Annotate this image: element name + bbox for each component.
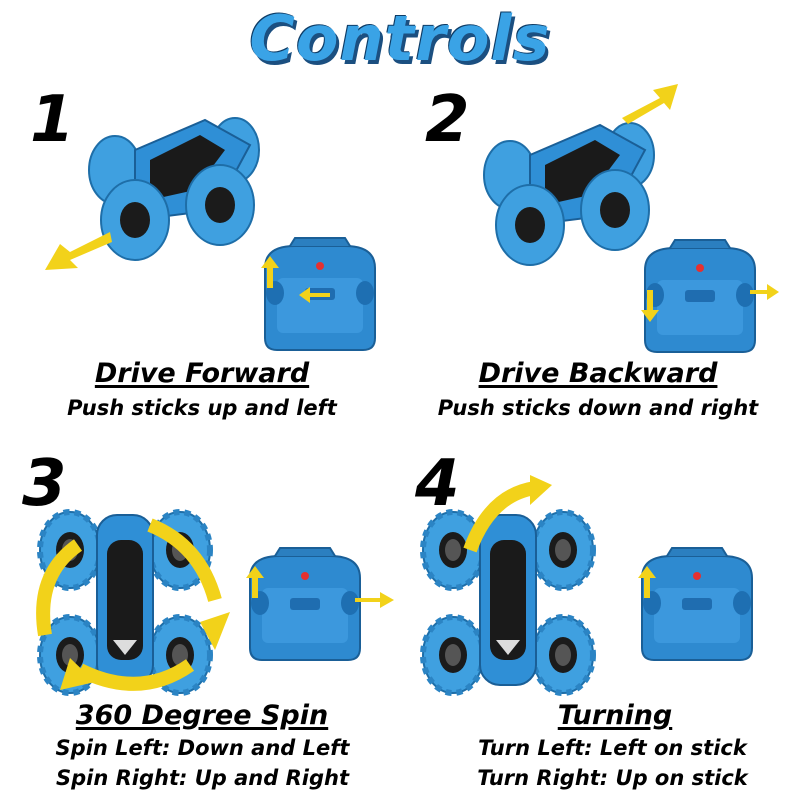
arrow-down-icon — [641, 290, 659, 322]
heading-drive-forward: Drive Forward — [94, 358, 310, 389]
desc-drive-backward: Push sticks down and right — [437, 396, 759, 420]
arrow-up-icon — [638, 566, 656, 598]
page-title: Controls — [249, 2, 551, 75]
remote-image-3 — [246, 547, 394, 661]
remote-image-4 — [638, 547, 753, 661]
arrow-right-icon — [750, 284, 779, 300]
heading-drive-backward: Drive Backward — [478, 358, 718, 389]
arrow-left-icon — [299, 287, 330, 303]
step-number-1: 1 — [30, 83, 75, 157]
step-number-3: 3 — [22, 447, 67, 521]
heading-spin: 360 Degree Spin — [75, 700, 329, 731]
arrow-up-icon — [246, 566, 264, 598]
heading-turning: Turning — [557, 700, 673, 731]
desc-turn-left: Turn Left: Left on stick — [478, 736, 747, 760]
desc-drive-forward: Push sticks up and left — [67, 396, 337, 420]
step-number-4: 4 — [415, 447, 460, 521]
remote-image-2 — [641, 239, 779, 353]
arrow-icon — [45, 232, 112, 270]
remote-image-1 — [261, 237, 376, 351]
desc-spin-right: Spin Right: Up and Right — [56, 766, 349, 790]
arrow-right-icon — [355, 592, 394, 608]
arrow-up-icon — [261, 256, 279, 288]
desc-spin-left: Spin Left: Down and Left — [55, 736, 350, 760]
arrow-icon — [622, 84, 678, 124]
step-number-2: 2 — [425, 83, 470, 157]
desc-turn-right: Turn Right: Up on stick — [477, 766, 748, 790]
